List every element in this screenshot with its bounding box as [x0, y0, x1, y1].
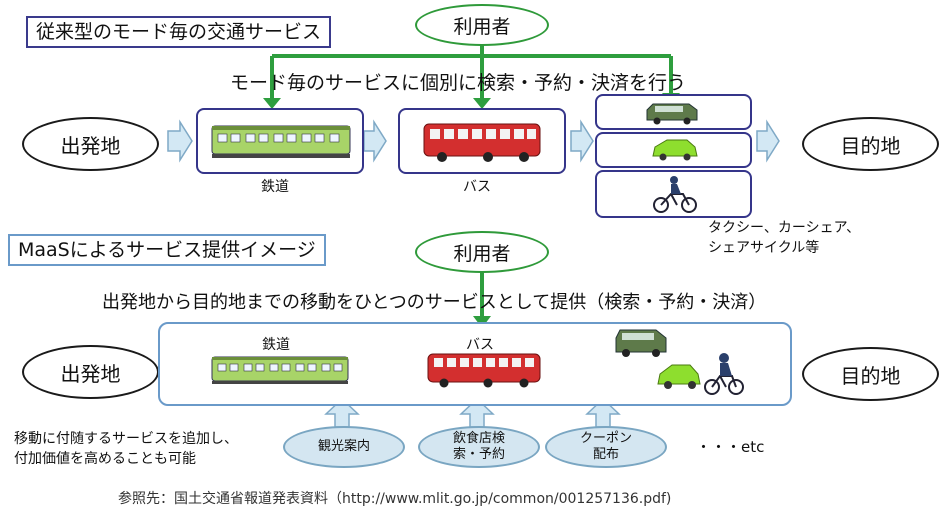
bottom-bus-label: バス — [466, 337, 494, 353]
bottom-destination-label: 目的地 — [840, 363, 901, 388]
bus-icon — [423, 123, 541, 162]
bottom-train-icon — [211, 356, 349, 384]
bicycle-icon — [653, 176, 697, 213]
top-user-oval: 利用者 — [415, 4, 549, 46]
bottom-user-label: 利用者 — [453, 242, 511, 265]
bottom-origin-oval: 出発地 — [22, 345, 159, 399]
bottom-user-oval: 利用者 — [415, 231, 549, 273]
etc-label: ・・・etc — [696, 438, 765, 456]
top-bus-box — [398, 108, 566, 174]
top-destination-label: 目的地 — [840, 133, 901, 158]
service-restaurant-oval: 飲食店検 索・予約 — [418, 426, 540, 468]
bottom-title: MaaSによるサービス提供イメージ — [8, 234, 326, 266]
top-origin-oval: 出発地 — [22, 117, 159, 171]
top-other-modes-line1: タクシー、カーシェア、 — [708, 220, 861, 236]
service-tourism-oval: 観光案内 — [283, 426, 405, 468]
bottom-taxi-icon — [657, 364, 701, 389]
train-icon — [211, 125, 351, 158]
service-label-line1: クーポン — [579, 431, 632, 446]
service-label-line2: 配布 — [592, 447, 619, 462]
bottom-van-icon — [615, 329, 667, 357]
bottom-bus-icon — [427, 353, 541, 388]
bottom-bicycle-icon — [704, 353, 744, 395]
service-label-line1: 飲食店検 — [452, 431, 505, 446]
bottom-destination-oval: 目的地 — [802, 347, 939, 401]
top-destination-oval: 目的地 — [802, 117, 939, 171]
service-coupon-oval: クーポン 配布 — [545, 426, 667, 468]
top-flow-arrows — [167, 119, 780, 163]
top-bus-label: バス — [463, 179, 491, 195]
top-bikeshare-box — [595, 170, 752, 218]
bottom-origin-label: 出発地 — [60, 361, 121, 386]
top-rail-box — [196, 108, 364, 174]
bottom-rail-label: 鉄道 — [262, 337, 290, 353]
service-label-line1: 観光案内 — [317, 439, 370, 454]
bottom-description: 出発地から目的地までの移動をひとつのサービスとして提供（検索・予約・決済） — [102, 292, 767, 313]
service-up-arrows — [324, 397, 621, 428]
service-label-line2: 索・予約 — [452, 447, 505, 462]
top-carshare-box — [595, 94, 752, 130]
top-title: 従来型のモード毎の交通サービス — [26, 16, 332, 48]
top-user-label: 利用者 — [453, 15, 511, 38]
bottom-note-line1: 移動に付随するサービスを追加し、 — [14, 431, 238, 447]
van-icon — [646, 103, 698, 125]
top-rail-label: 鉄道 — [261, 179, 289, 195]
bottom-note-line2: 付加価値を高めることも可能 — [14, 451, 196, 467]
source-citation: 参照先：国土交通省報道発表資料（http://www.mlit.go.jp/co… — [118, 491, 672, 507]
top-origin-label: 出発地 — [60, 133, 121, 158]
top-user-connector — [270, 38, 673, 100]
top-taxi-box — [595, 132, 752, 168]
taxi-icon — [652, 139, 698, 161]
top-other-modes-line2: シェアサイクル等 — [708, 240, 820, 256]
top-description: モード毎のサービスに個別に検索・予約・決済を行う — [230, 72, 687, 94]
